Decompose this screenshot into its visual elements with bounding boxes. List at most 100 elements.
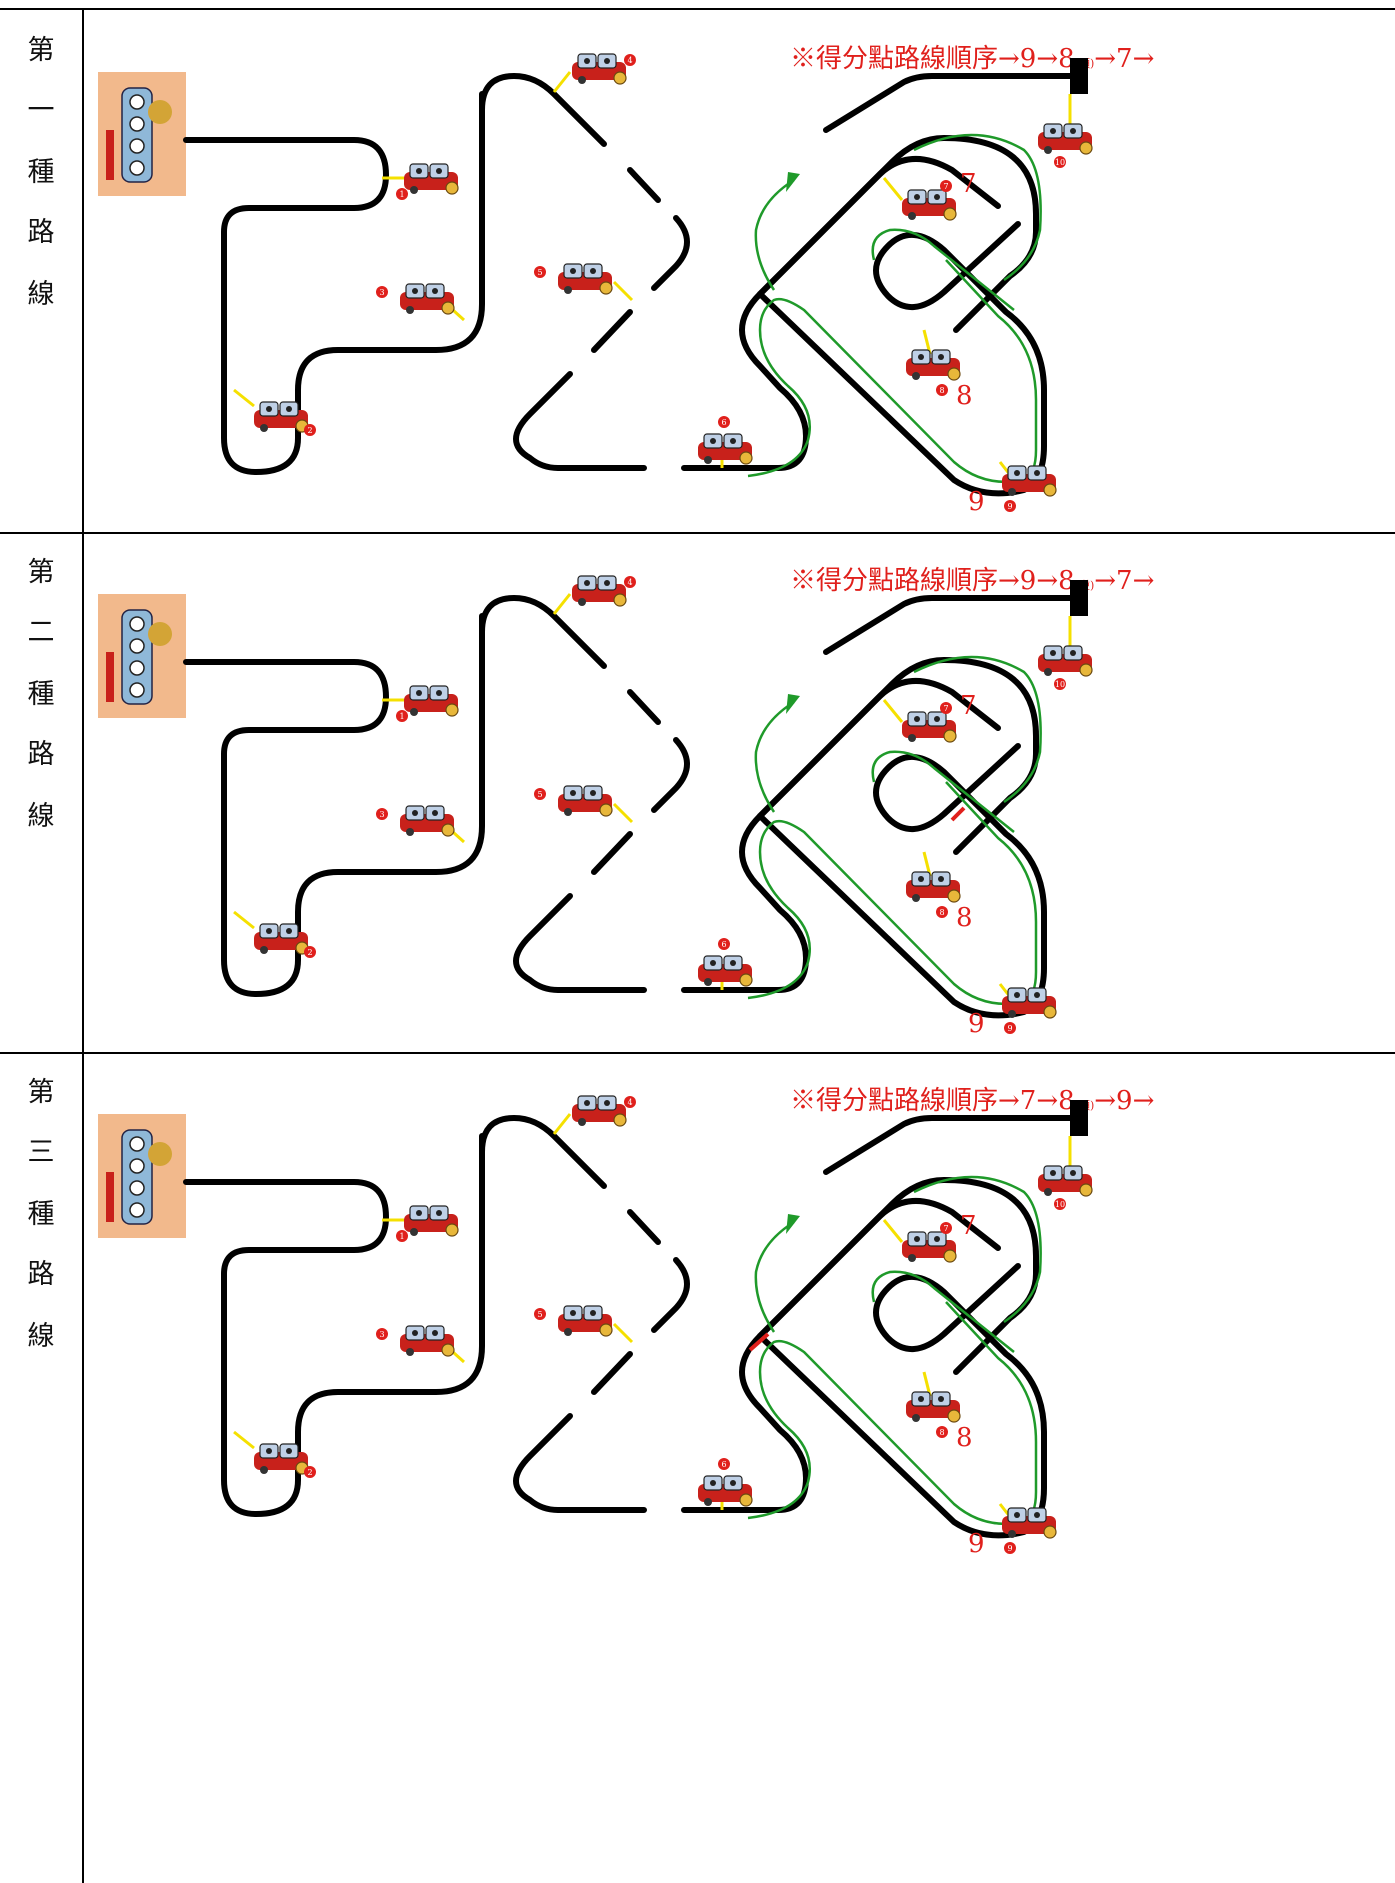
checkpoint-badge: 6 xyxy=(718,416,730,428)
robot-car-icon xyxy=(404,164,458,194)
track-segment xyxy=(516,1416,644,1510)
checkpoint-number: 9 xyxy=(1007,1024,1012,1033)
route-arrow-icon xyxy=(786,172,800,192)
score-label-8: 8 xyxy=(956,1423,973,1453)
checkpoint-connector xyxy=(884,700,902,722)
robot-car-icon xyxy=(698,1476,752,1506)
track-segment xyxy=(482,76,604,144)
checkpoint-number: 10 xyxy=(1055,1200,1065,1209)
score-label-7: 7 xyxy=(960,1211,977,1241)
robot-car-icon xyxy=(1038,646,1092,676)
row-label-char: 一 xyxy=(0,88,82,127)
robot-car-icon xyxy=(698,956,752,986)
route-row-2: 第 二 種 路 線 ※得分點路線順序→9→8(逆)→7→ 12345678910… xyxy=(0,532,1395,1054)
robot-car-icon xyxy=(558,264,612,294)
route-path xyxy=(756,1222,794,1332)
checkpoint-number: 4 xyxy=(627,56,632,65)
finish-track xyxy=(826,76,1084,130)
row-label-char: 第 xyxy=(0,1070,82,1109)
robot-car-icon xyxy=(698,434,752,464)
track-segment xyxy=(594,312,630,350)
checkpoint-badge: 4 xyxy=(624,1096,636,1108)
track-segment xyxy=(186,1136,482,1514)
checkpoint-number: 6 xyxy=(721,418,726,427)
row-label-char: 種 xyxy=(0,150,82,189)
checkpoint-connector xyxy=(554,594,570,614)
row-label-char: 路 xyxy=(0,732,82,771)
checkpoint-badge: 5 xyxy=(534,266,546,278)
checkpoint-badge: 2 xyxy=(304,946,316,958)
checkpoint-badge: 9 xyxy=(1004,1542,1016,1554)
route-path xyxy=(756,180,794,290)
route-arrow-icon xyxy=(786,1214,800,1234)
checkpoint-number: 2 xyxy=(307,426,312,435)
checkpoint-number: 2 xyxy=(307,948,312,957)
robot-car-icon xyxy=(400,806,454,836)
checkpoint-badge: 5 xyxy=(534,1308,546,1320)
checkpoint-badge: 7 xyxy=(940,1222,952,1234)
track-map: 12345678910789 xyxy=(84,532,1395,1052)
robot-car-icon xyxy=(572,1096,626,1126)
score-label-7: 7 xyxy=(960,691,977,721)
checkpoint-connector xyxy=(614,282,632,300)
row-label-char: 三 xyxy=(0,1130,82,1169)
track-segment xyxy=(684,138,1036,468)
robot-car-icon xyxy=(558,1306,612,1336)
track-segment xyxy=(654,740,687,810)
checkpoint-number: 4 xyxy=(627,578,632,587)
row-label-char: 第 xyxy=(0,28,82,67)
checkpoint-number: 7 xyxy=(943,1224,948,1233)
checkpoint-connector xyxy=(554,72,570,92)
track-segment xyxy=(186,616,482,994)
row-label-char: 第 xyxy=(0,550,82,589)
finish-block-icon xyxy=(1070,1100,1088,1136)
checkpoint-badge: 9 xyxy=(1004,1022,1016,1034)
checkpoint-number: 2 xyxy=(307,1468,312,1477)
checkpoint-badge: 7 xyxy=(940,180,952,192)
checkpoint-number: 1 xyxy=(399,712,404,721)
robot-car-icon xyxy=(1002,466,1056,496)
row-label-char: 種 xyxy=(0,1192,82,1231)
checkpoint-number: 9 xyxy=(1007,1544,1012,1553)
score-label-9: 9 xyxy=(968,487,985,517)
track-segment xyxy=(594,1354,630,1392)
start-card-icon xyxy=(98,594,186,718)
checkpoint-badge: 7 xyxy=(940,702,952,714)
track-segment xyxy=(482,1118,604,1186)
checkpoint-number: 3 xyxy=(379,810,384,819)
checkpoint-number: 7 xyxy=(943,704,948,713)
checkpoint-number: 8 xyxy=(939,386,944,395)
checkpoint-number: 5 xyxy=(537,790,542,799)
track-segment xyxy=(630,170,658,200)
checkpoint-badge: 3 xyxy=(376,1328,388,1340)
checkpoint-badge: 1 xyxy=(396,1230,408,1242)
score-label-9: 9 xyxy=(968,1529,985,1559)
track-segment xyxy=(654,1260,687,1330)
robot-car-icon xyxy=(1038,1166,1092,1196)
robot-car-icon xyxy=(906,350,960,380)
checkpoint-badge: 6 xyxy=(718,1458,730,1470)
track-segment xyxy=(684,660,1036,990)
checkpoint-number: 3 xyxy=(379,288,384,297)
robot-car-icon xyxy=(400,284,454,314)
track-segment xyxy=(594,834,630,872)
crossing-mark xyxy=(952,808,964,820)
robot-car-icon xyxy=(1038,124,1092,154)
track-segment xyxy=(186,94,482,472)
checkpoint-number: 8 xyxy=(939,908,944,917)
checkpoint-badge: 10 xyxy=(1054,678,1066,690)
row-label-char: 路 xyxy=(0,210,82,249)
robot-car-icon xyxy=(902,712,956,742)
start-card-icon xyxy=(98,1114,186,1238)
row-label-char: 線 xyxy=(0,272,82,311)
checkpoint-connector xyxy=(554,1114,570,1134)
checkpoint-number: 10 xyxy=(1055,680,1065,689)
track-segment xyxy=(684,1180,1036,1510)
checkpoint-badge: 8 xyxy=(936,906,948,918)
checkpoint-badge: 10 xyxy=(1054,1198,1066,1210)
row-label-char: 種 xyxy=(0,672,82,711)
score-label-7: 7 xyxy=(960,169,977,199)
row-label-char: 線 xyxy=(0,794,82,833)
row-label-char: 線 xyxy=(0,1314,82,1353)
